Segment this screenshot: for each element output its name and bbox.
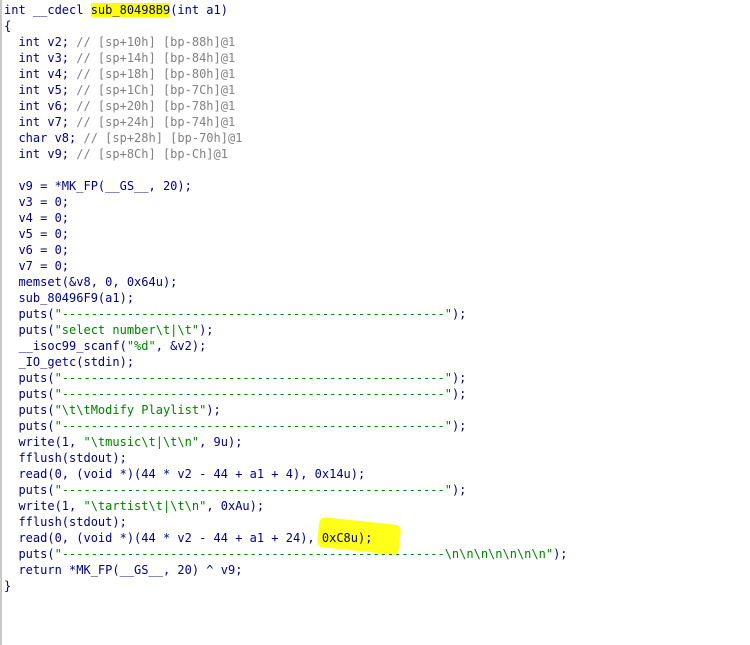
close-brace: }	[4, 579, 12, 593]
declaration-v8: char v8; // [sp+28h] [bp-70h]@1	[4, 131, 243, 145]
blank-line	[4, 162, 750, 178]
code-line-puts-dash: puts("----------------------------------…	[4, 419, 467, 433]
code-line-puts-dash: puts("----------------------------------…	[4, 387, 467, 401]
declaration-v4: int v4; // [sp+18h] [bp-80h]@1	[4, 67, 236, 81]
code-line-v5-assign: v5 = 0;	[4, 227, 70, 241]
function-name[interactable]: sub_80498B9	[90, 3, 171, 17]
declaration-v2: int v2; // [sp+10h] [bp-88h]@1	[4, 35, 236, 49]
code-line-sub-call: sub_80496F9(a1);	[4, 291, 135, 305]
code-line-v9-assign: v9 = *MK_FP(__GS__, 20);	[4, 179, 192, 193]
declaration-v7: int v7; // [sp+24h] [bp-74h]@1	[4, 115, 236, 129]
code-line-v3-assign: v3 = 0;	[4, 195, 70, 209]
code-line-write-music: write(1, "\tmusic\t|\t\n", 9u);	[4, 435, 243, 449]
code-line-puts-dash: puts("----------------------------------…	[4, 307, 467, 321]
code-line-scanf: __isoc99_scanf("%d", &v2);	[4, 339, 207, 353]
code-line-puts-final: puts("----------------------------------…	[4, 547, 568, 561]
code-line-puts-dash: puts("----------------------------------…	[4, 483, 467, 497]
code-line-puts-select: puts("select number\t|\t");	[4, 323, 214, 337]
code-line-v4-assign: v4 = 0;	[4, 211, 70, 225]
code-line-memset: memset(&v8, 0, 0x64u);	[4, 275, 178, 289]
open-brace: {	[4, 19, 12, 33]
declaration-v5: int v5; // [sp+1Ch] [bp-7Ch]@1	[4, 83, 236, 97]
code-line-v6-assign: v6 = 0;	[4, 243, 70, 257]
code-line-fflush: fflush(stdout);	[4, 515, 127, 529]
declaration-v6: int v6; // [sp+20h] [bp-78h]@1	[4, 99, 236, 113]
code-line-return: return *MK_FP(__GS__, 20) ^ v9;	[4, 563, 243, 577]
function-signature: int __cdecl sub_80498B9(int a1)	[4, 3, 228, 17]
code-line-read-artist: read(0, (void *)(44 * v2 - 44 + a1 + 24)…	[4, 531, 373, 545]
code-line-v7-assign: v7 = 0;	[4, 259, 70, 273]
code-line-getc: _IO_getc(stdin);	[4, 355, 135, 369]
code-line-puts-dash: puts("----------------------------------…	[4, 371, 467, 385]
code-line-puts-modify: puts("\t\tModify Playlist");	[4, 403, 221, 417]
code-line-write-artist: write(1, "\tartist\t|\t\n", 0xAu);	[4, 499, 265, 513]
declaration-v9: int v9; // [sp+8Ch] [bp-Ch]@1	[4, 147, 228, 161]
code-line-read-title: read(0, (void *)(44 * v2 - 44 + a1 + 4),…	[4, 467, 366, 481]
code-line-fflush: fflush(stdout);	[4, 451, 127, 465]
declaration-v3: int v3; // [sp+14h] [bp-84h]@1	[4, 51, 236, 65]
window-left-border	[0, 0, 2, 645]
